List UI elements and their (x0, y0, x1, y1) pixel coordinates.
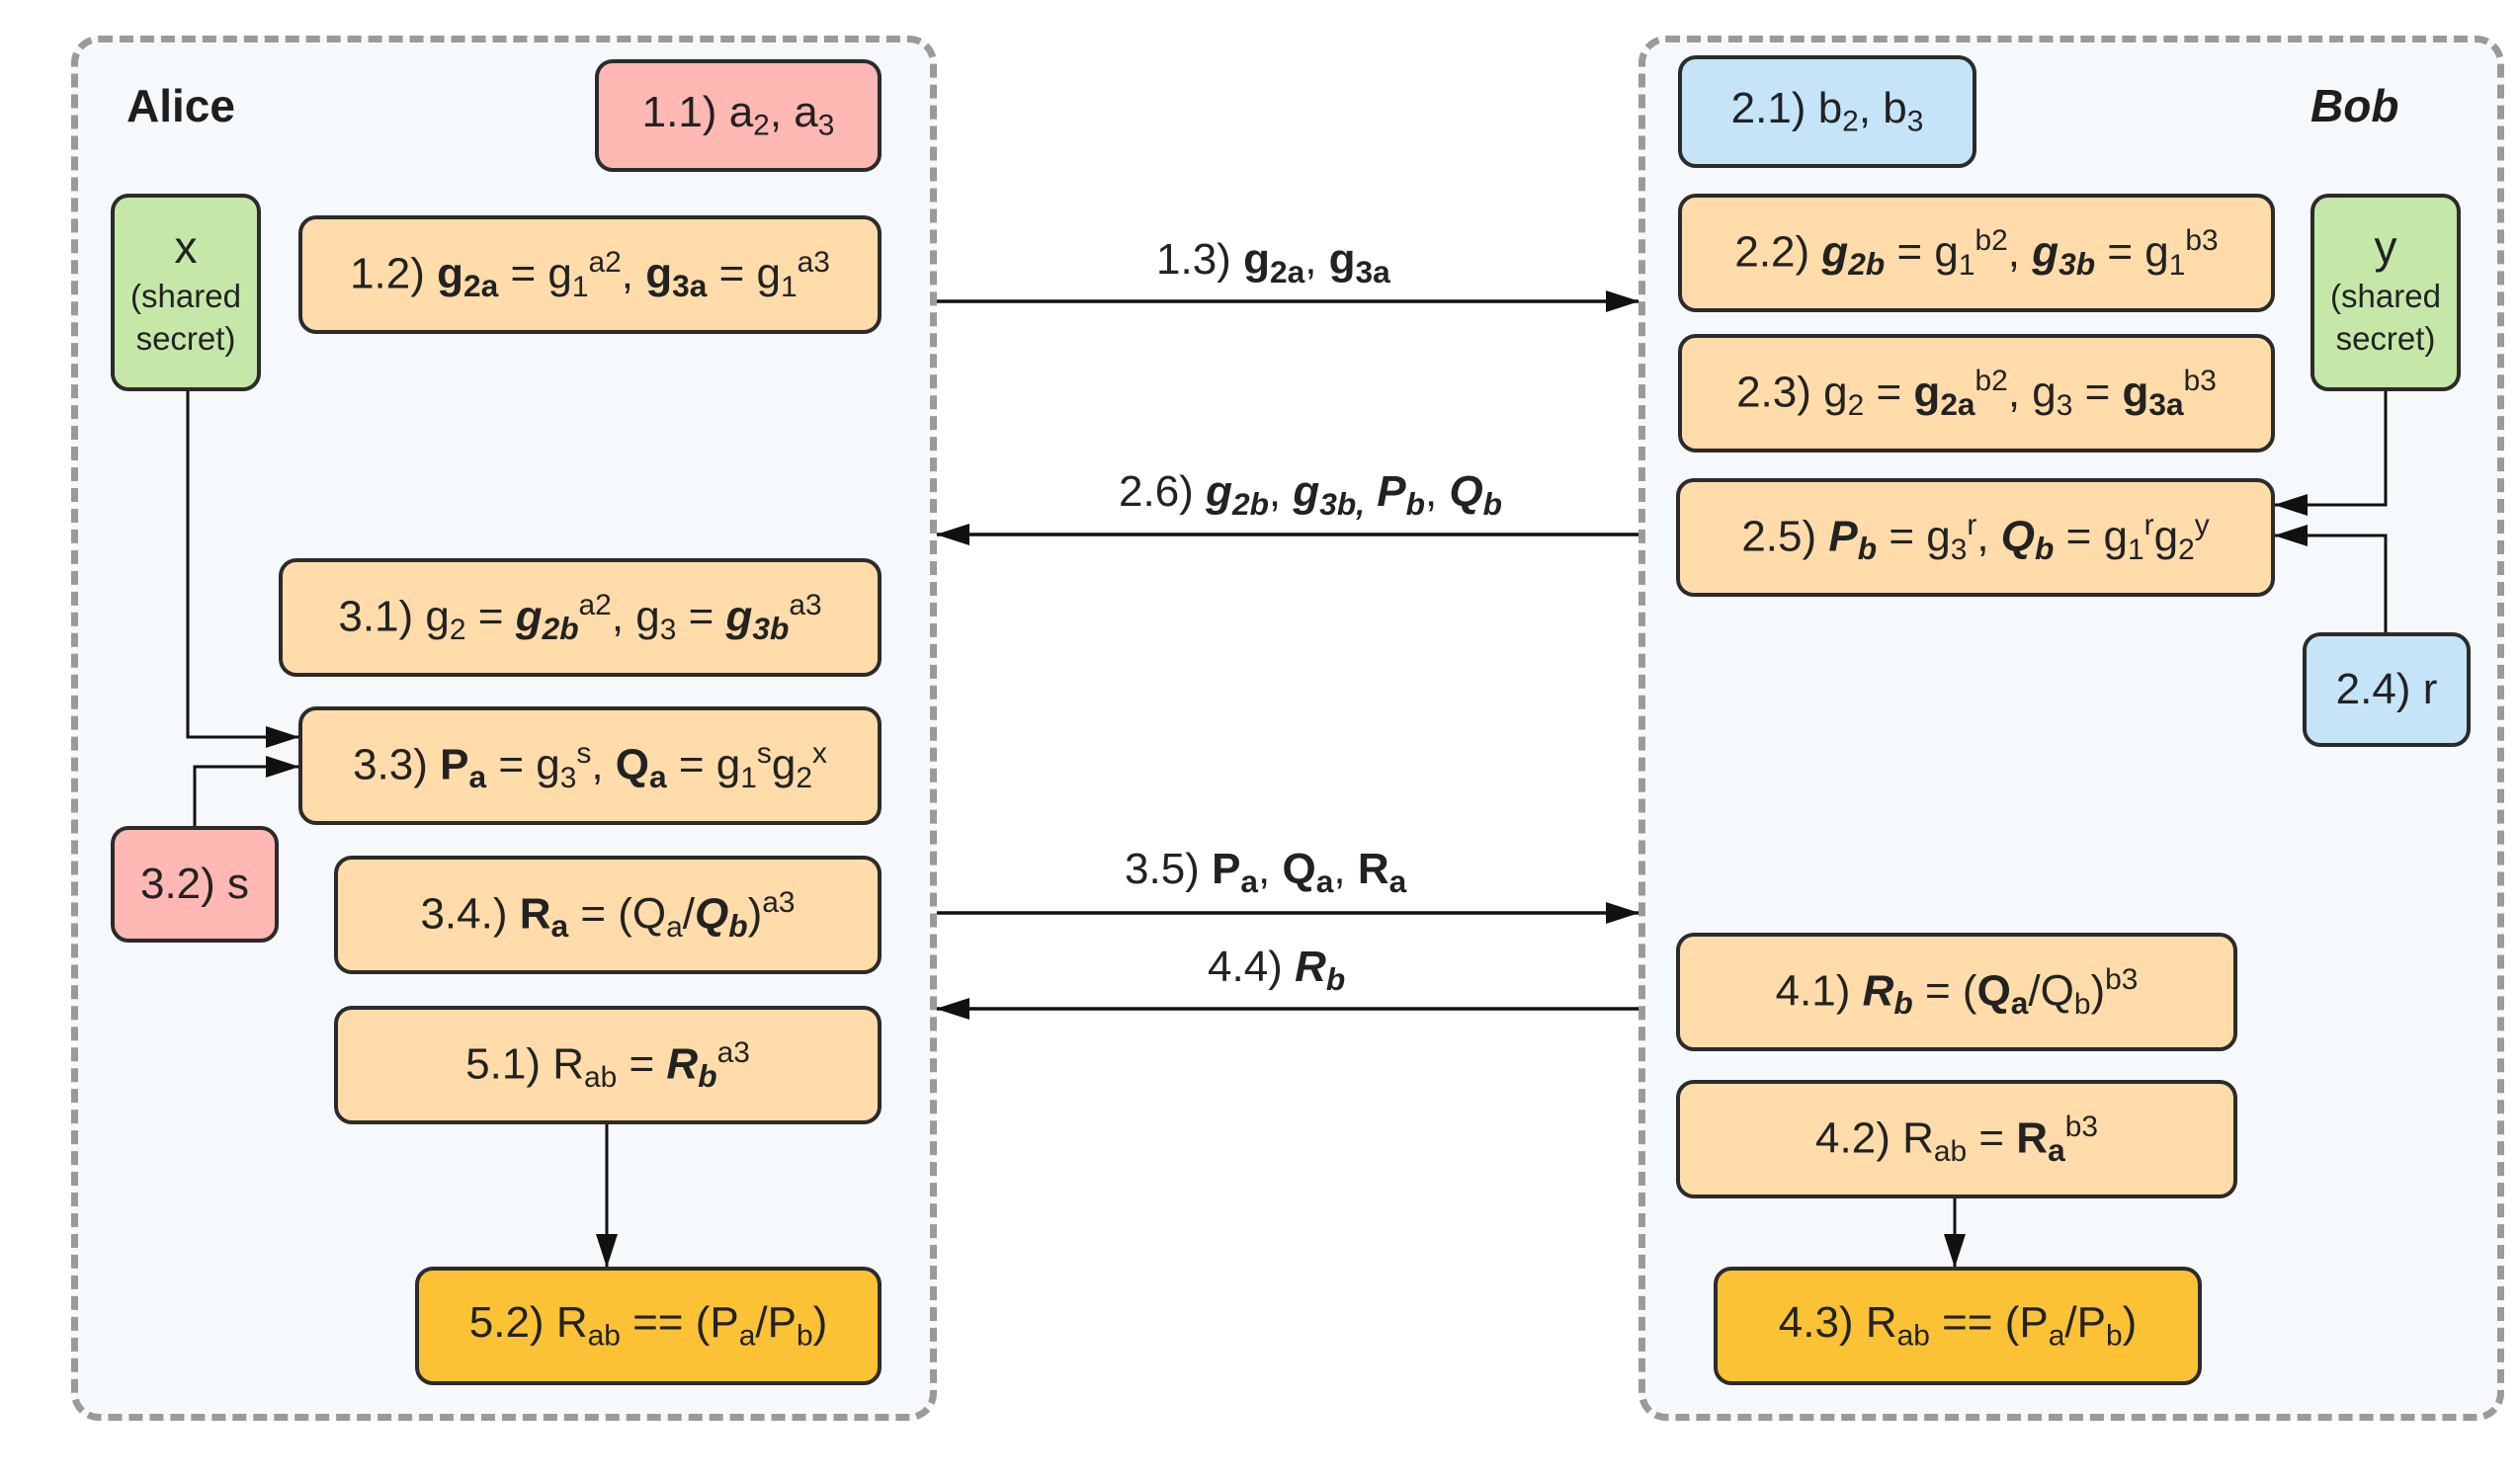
step-1-2-box: 1.2) g2a = g1a2, g3a = g1a3 (298, 215, 882, 334)
step-4-1-box: 4.1) Rb = (Qa/Qb)b3 (1676, 933, 2237, 1051)
step-3-1-box: 3.1) g2 = g2ba2, g3 = g3ba3 (279, 558, 882, 677)
message-2-6-label: 2.6) g2b, g3b, Pb, Qb (1119, 467, 1503, 522)
alice-label: Alice (126, 80, 235, 131)
step-2-2-box: 2.2) g2b = g1b2, g3b = g1b3 (1678, 194, 2275, 312)
step-2-4-box: 2.4) r (2303, 632, 2471, 747)
alice-shared-secret-box: x (shared secret) (111, 194, 261, 391)
step-3-3-box: 3.3) Pa = g3s, Qa = g1sg2x (298, 706, 882, 825)
step-3-2-box: 3.2) s (111, 826, 279, 943)
bob-label: Bob (2310, 80, 2399, 131)
step-4-3-box: 4.3) Rab == (Pa/Pb) (1714, 1267, 2202, 1385)
step-5-1-box: 5.1) Rab = Rba3 (334, 1006, 882, 1124)
step-5-2-box: 5.2) Rab == (Pa/Pb) (415, 1267, 882, 1385)
bob-shared-secret-box: y (shared secret) (2310, 194, 2461, 391)
step-2-5-box: 2.5) Pb = g3r, Qb = g1rg2y (1676, 478, 2275, 597)
message-1-3-label: 1.3) g2a, g3a (1156, 235, 1390, 289)
message-3-5-label: 3.5) Pa, Qa, Ra (1125, 845, 1407, 899)
step-3-4-box: 3.4.) Ra = (Qa/Qb)a3 (334, 856, 882, 974)
step-1-1-box: 1.1) a2, a3 (595, 59, 882, 172)
message-4-4-label: 4.4) Rb (1208, 943, 1346, 997)
secret-x: x (174, 221, 198, 274)
step-2-3-box: 2.3) g2 = g2ab2, g3 = g3ab3 (1678, 334, 2275, 453)
step-4-2-box: 4.2) Rab = Rab3 (1676, 1080, 2237, 1198)
step-2-1-box: 2.1) b2, b3 (1678, 55, 1976, 168)
secret-y: y (2374, 221, 2397, 274)
